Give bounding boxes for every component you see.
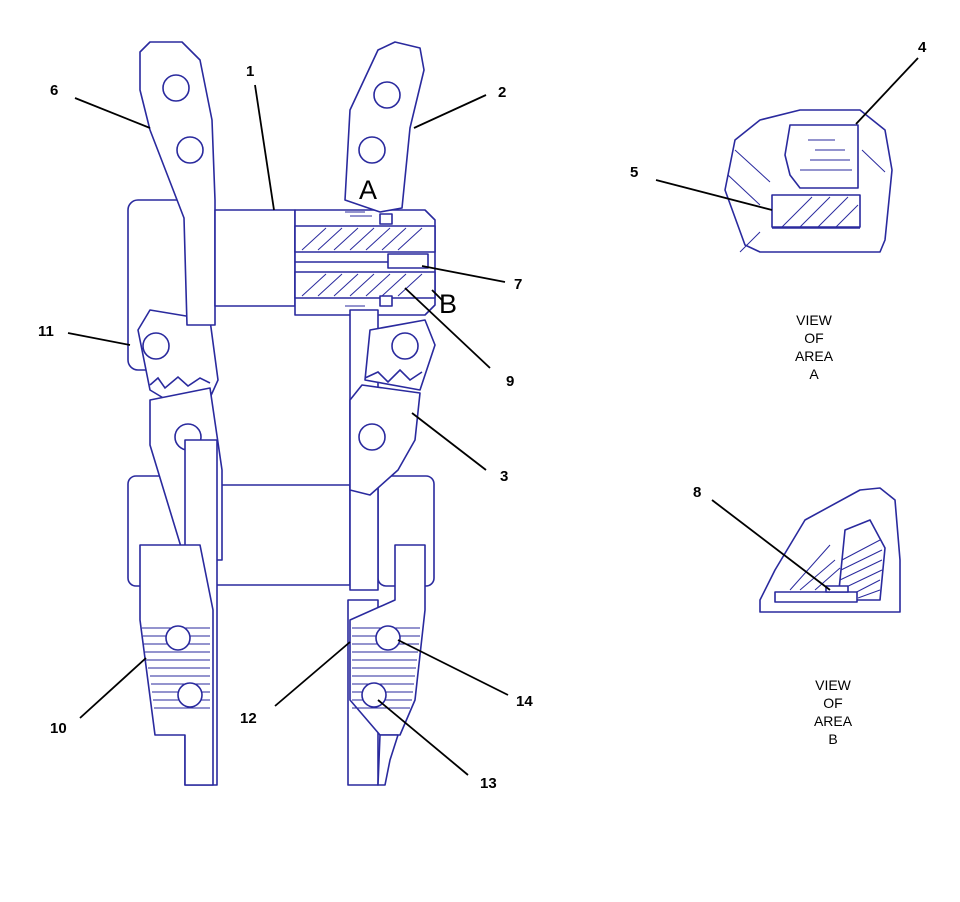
view-a-line3: AREA xyxy=(794,348,834,364)
upper-bushing xyxy=(214,209,436,316)
view-b-caption: VIEW OF AREA B xyxy=(793,676,873,748)
callout-13: 13 xyxy=(480,775,497,792)
callout-4: 4 xyxy=(918,39,927,56)
detail-view-a xyxy=(724,109,893,253)
callout-2: 2 xyxy=(498,84,506,101)
callout-8: 8 xyxy=(693,484,701,501)
callout-1: 1 xyxy=(246,63,254,80)
callout-3: 3 xyxy=(500,468,508,485)
area-marker-a: A xyxy=(359,175,377,205)
right-upper-link xyxy=(344,41,425,213)
view-b-line2: OF xyxy=(823,695,843,711)
callout-6: 6 xyxy=(50,82,58,99)
view-a-line2: OF xyxy=(804,330,824,346)
area-marker-b: B xyxy=(439,289,457,319)
detail-view-b xyxy=(759,487,901,613)
view-a-caption: VIEW OF AREA A xyxy=(774,311,854,383)
callout-labels: 1 2 3 4 5 6 7 8 9 10 11 12 13 14 xyxy=(38,39,927,792)
view-a-line1: VIEW xyxy=(796,312,832,328)
view-b-line1: VIEW xyxy=(815,677,851,693)
right-middle-link xyxy=(349,309,436,591)
view-b-line4: B xyxy=(828,731,838,747)
callout-7: 7 xyxy=(514,276,522,293)
callout-14: 14 xyxy=(516,693,533,710)
callout-11: 11 xyxy=(38,323,54,340)
view-a-line4: A xyxy=(809,366,819,382)
callout-5: 5 xyxy=(630,164,638,181)
callout-10: 10 xyxy=(50,720,67,737)
callout-9: 9 xyxy=(506,373,514,390)
leader-lines xyxy=(67,57,919,776)
callout-12: 12 xyxy=(240,710,257,727)
view-b-line3: AREA xyxy=(813,713,853,729)
